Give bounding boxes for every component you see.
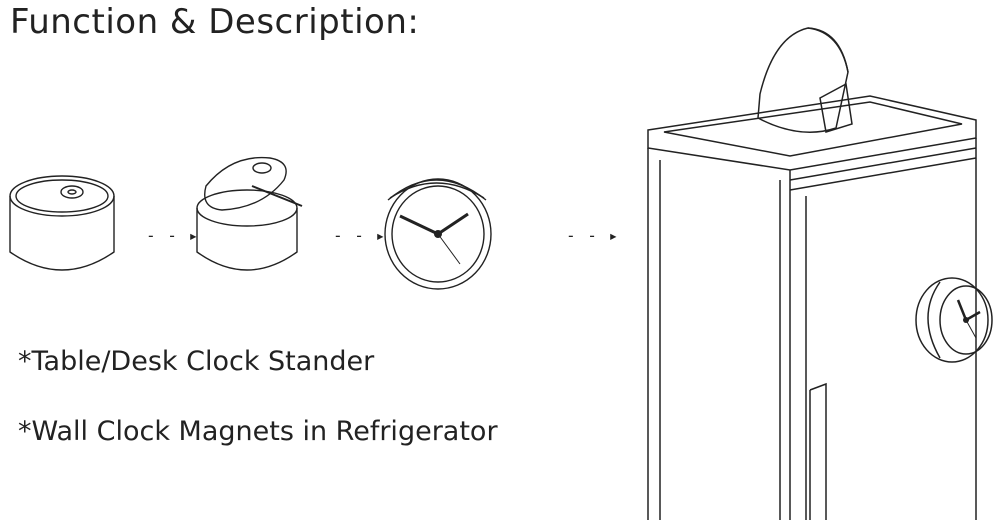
page-title: Function & Description: <box>10 2 420 42</box>
flow-arrow-1: - - ▸ <box>146 226 200 245</box>
flow-arrow-2: - - ▸ <box>333 226 387 245</box>
opened-can-icon <box>196 156 303 271</box>
can-clock-icon <box>384 178 492 290</box>
bullet-desk-stand: *Table/Desk Clock Stander <box>18 346 375 377</box>
bullet-fridge-magnet: *Wall Clock Magnets in Refrigerator <box>18 416 498 447</box>
sealed-can-icon <box>9 175 115 271</box>
flow-arrow-3: - - ▸ <box>566 226 620 245</box>
refrigerator-with-clocks-icon <box>647 27 993 520</box>
